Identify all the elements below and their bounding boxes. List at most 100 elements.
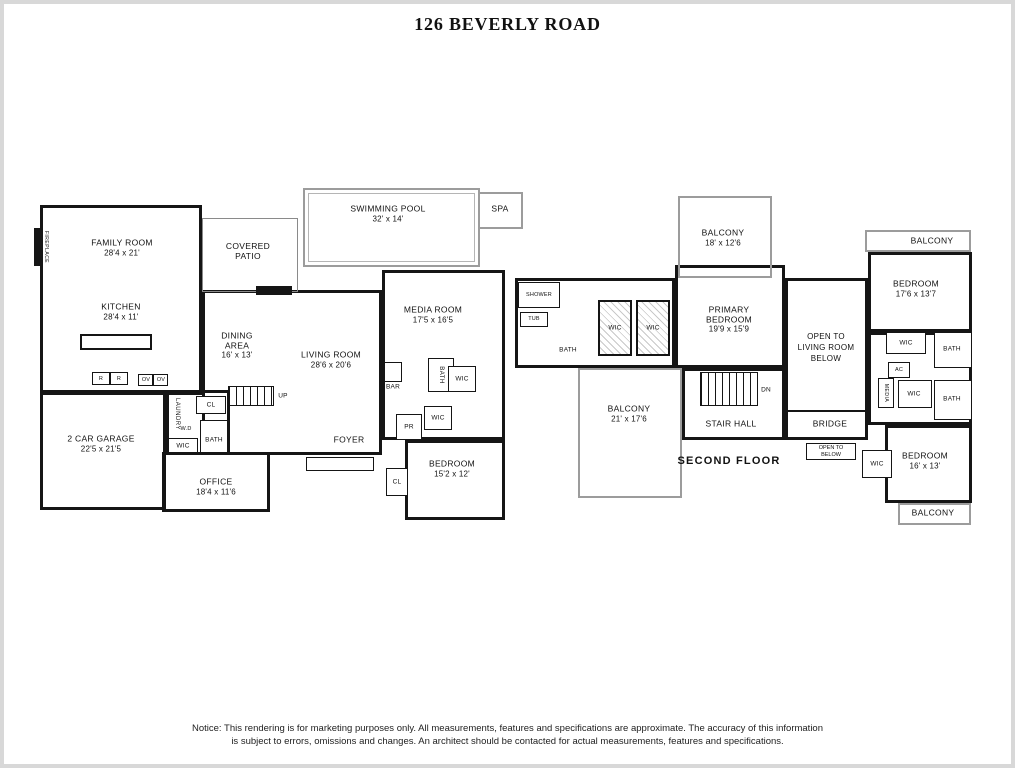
wic-mid2-box xyxy=(898,380,932,408)
bedroom3-wic-box xyxy=(862,450,892,478)
dining-area-name: DINING AREA xyxy=(221,330,253,351)
stairs-dn-label: DN xyxy=(761,386,771,394)
bath3-label: BATH xyxy=(943,395,961,403)
primary-wic-box-2 xyxy=(636,300,670,356)
bath2-label: BATH xyxy=(943,345,961,353)
family-room-dims: 28'4 x 21' xyxy=(104,248,140,258)
living-room-name: LIVING ROOM xyxy=(301,349,361,360)
range-label-1: R xyxy=(98,376,104,382)
family-room-name: FAMILY ROOM xyxy=(91,237,153,248)
bedroom3-wic-label: WIC xyxy=(870,460,884,468)
dining-area-dims: 16' x 13' xyxy=(221,350,253,360)
bedroom3-label: BEDROOM 16' x 13' xyxy=(902,450,948,471)
kitchen-name: KITCHEN xyxy=(101,301,141,312)
ac-box xyxy=(888,362,910,378)
living-room-label: LIVING ROOM 28'6 x 20'6 xyxy=(301,349,361,370)
swimming-pool-name: SWIMMING POOL xyxy=(350,203,426,214)
bedroom1-closet-box xyxy=(386,468,408,496)
bedroom1-closet-label: CL xyxy=(392,478,402,486)
balcony-top-dims: 18' x 12'6 xyxy=(705,238,741,248)
notice-line-2: is subject to errors, omissions and chan… xyxy=(231,736,784,747)
wic-mid-box xyxy=(886,332,926,354)
media-bath-label: BATH xyxy=(438,366,444,384)
bedroom2-walls xyxy=(868,252,972,332)
dining-area-label: DINING AREA 16' x 13' xyxy=(217,331,257,362)
stair-hall-label: STAIR HALL xyxy=(705,418,756,429)
laundry-wic-box xyxy=(168,438,198,453)
open-to-living-label: OPEN TO LIVING ROOM BELOW xyxy=(798,332,855,364)
range-label-2: R xyxy=(116,376,122,382)
garage-walls xyxy=(40,390,166,510)
balcony-bottom-right-label: BALCONY xyxy=(912,507,955,518)
first-floor-stairs xyxy=(228,386,274,406)
balcony-left-label: BALCONY 21' x 17'6 xyxy=(608,403,651,424)
washer-dryer-label: W.D xyxy=(180,426,192,432)
balcony-top-outline xyxy=(678,196,772,278)
media-closet-box xyxy=(878,378,894,408)
pool-inner-line xyxy=(308,193,475,262)
bedroom3-dims: 16' x 13' xyxy=(909,461,941,471)
range-box-1 xyxy=(92,372,110,385)
covered-patio-label: COVERED PATIO xyxy=(223,241,273,261)
bridge-label: BRIDGE xyxy=(813,418,847,429)
media-wing-walls xyxy=(382,270,505,440)
media-room-name: MEDIA ROOM xyxy=(403,304,463,315)
powder-room-box xyxy=(396,414,422,440)
oven-box-1 xyxy=(138,374,153,386)
stair-hall-name: STAIR HALL xyxy=(705,418,757,429)
spa-label: SPA xyxy=(491,203,508,214)
bar-box xyxy=(384,362,402,382)
open-to-below-line1: OPEN TO xyxy=(818,444,844,451)
hall-wic-label: WIC xyxy=(431,414,445,422)
laundry-wic-label: WIC xyxy=(176,442,190,450)
primary-wic1-label: WIC xyxy=(608,324,622,332)
oven-box-2 xyxy=(153,374,168,386)
garage-label: 2 CAR GARAGE 22'5 x 21'5 xyxy=(67,433,134,454)
balcony-left-dims: 21' x 17'6 xyxy=(611,414,647,424)
swimming-pool-outline xyxy=(303,188,480,267)
office-name: OFFICE xyxy=(199,476,233,487)
kitchen-label: KITCHEN 28'4 x 11' xyxy=(101,301,140,322)
garage-dims: 22'5 x 21'5 xyxy=(80,444,122,454)
hall-wic-box xyxy=(424,406,452,430)
covered-patio-name: COVERED PATIO xyxy=(225,240,271,261)
fireplace-label: FIREPLACE xyxy=(43,230,49,264)
oven-label-2: OV xyxy=(156,377,166,383)
bedroom2-name: BEDROOM xyxy=(892,278,940,289)
primary-bedroom-label: PRIMARY BEDROOM 19'9 x 15'9 xyxy=(698,305,760,336)
foyer-name: FOYER xyxy=(333,434,365,445)
office-label: OFFICE 18'4 x 11'6 xyxy=(196,476,236,497)
closet-cl-box xyxy=(196,396,226,414)
wic-mid2-label: WIC xyxy=(907,390,921,398)
swimming-pool-dims: 32' x 14' xyxy=(372,214,404,224)
primary-bedroom-walls xyxy=(675,265,785,368)
closet-cl-label: CL xyxy=(206,401,216,409)
primary-wic-box-1 xyxy=(598,300,632,356)
bedroom1-label: BEDROOM 15'2 x 12' xyxy=(429,458,475,479)
bedroom3-name: BEDROOM xyxy=(901,450,949,461)
open-to-living-line2: LIVING ROOM xyxy=(797,342,855,352)
entry-porch xyxy=(306,457,374,471)
laundry-bath-label: BATH xyxy=(205,436,223,444)
primary-bedroom-dims: 19'9 x 15'9 xyxy=(708,324,750,334)
media-wic-box xyxy=(448,366,476,392)
foyer-label: FOYER xyxy=(334,434,365,445)
fireplace-block xyxy=(34,228,42,266)
bedroom2-label: BEDROOM 17'6 x 13'7 xyxy=(893,278,939,299)
media-room-dims: 17'5 x 16'5 xyxy=(412,315,454,325)
shower-box xyxy=(518,282,560,308)
second-floor-stairs xyxy=(700,372,758,406)
primary-wic2-label: WIC xyxy=(646,324,660,332)
spa-outline xyxy=(478,192,523,229)
laundry-label: LAUNDRY xyxy=(174,397,180,431)
living-room-dims: 28'6 x 20'6 xyxy=(310,360,352,370)
range-box-2 xyxy=(110,372,128,385)
bedroom1-walls xyxy=(405,440,505,520)
garage-name: 2 CAR GARAGE xyxy=(67,433,135,444)
open-to-living-line1: OPEN TO xyxy=(807,331,845,341)
bath-suite-walls xyxy=(515,278,675,368)
bath3-box xyxy=(934,380,972,420)
media-room-label: MEDIA ROOM 17'5 x 16'5 xyxy=(404,304,462,325)
laundry-bath-box xyxy=(200,420,228,453)
media-wic-label: WIC xyxy=(455,375,469,383)
